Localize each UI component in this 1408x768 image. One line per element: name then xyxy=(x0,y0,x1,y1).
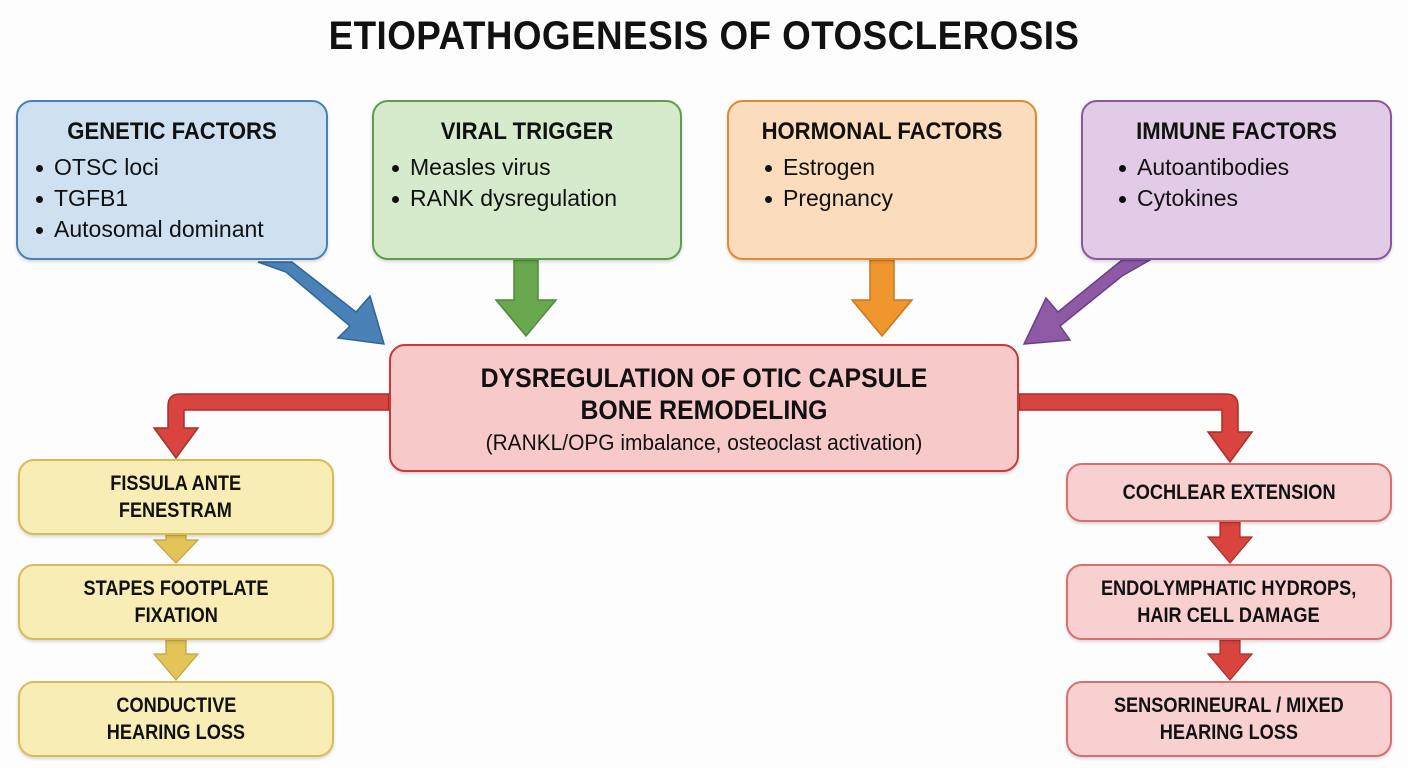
hormonal-factors-heading: HORMONAL FACTORS xyxy=(761,118,1003,145)
genetic-factors-list: OTSC loci TGFB1 Autosomal dominant xyxy=(18,152,326,245)
genetic-factors-box: GENETIC FACTORS OTSC loci TGFB1 Autosoma… xyxy=(16,100,328,260)
stapes-footplate-fixation-box: STAPES FOOTPLATE FIXATION xyxy=(18,564,334,640)
sensorineural-hearing-loss-box: SENSORINEURAL / MIXED HEARING LOSS xyxy=(1066,681,1392,757)
step-label-line2: HAIR CELL DAMAGE xyxy=(1137,604,1321,627)
list-item: Autoantibodies xyxy=(1115,152,1390,183)
list-item: RANK dysregulation xyxy=(388,183,680,214)
arrow-cochlear-to-endo xyxy=(1206,521,1254,564)
endolymphatic-hydrops-box: ENDOLYMPHATIC HYDROPS, HAIR CELL DAMAGE xyxy=(1066,564,1392,640)
list-item: TGFB1 xyxy=(32,183,326,214)
viral-trigger-box: VIRAL TRIGGER Measles virus RANK dysregu… xyxy=(372,100,682,260)
arrow-fissula-to-stapes xyxy=(152,534,200,564)
central-mechanism-box: DYSREGULATION OF OTIC CAPSULE BONE REMOD… xyxy=(389,344,1019,472)
list-item: OTSC loci xyxy=(32,152,326,183)
list-item: Cytokines xyxy=(1115,183,1390,214)
central-mechanism-title-line1: DYSREGULATION OF OTIC CAPSULE xyxy=(480,363,928,393)
central-mechanism-title-line2: BONE REMODELING xyxy=(580,395,828,425)
fissula-ante-fenestram-box: FISSULA ANTE FENESTRAM xyxy=(18,459,334,535)
arrow-immune-to-center xyxy=(1022,259,1153,345)
arrow-viral-to-center xyxy=(494,259,558,338)
step-label-line2: FENESTRAM xyxy=(119,499,233,522)
diagram-title: ETIOPATHOGENESIS OF OTOSCLEROSIS xyxy=(328,14,1080,58)
arrow-center-to-fissula xyxy=(152,393,390,460)
viral-trigger-heading: VIRAL TRIGGER xyxy=(440,118,614,145)
list-item: Autosomal dominant xyxy=(32,214,326,245)
list-item: Pregnancy xyxy=(761,183,1035,214)
step-label-line1: FISSULA ANTE xyxy=(110,472,242,495)
step-label-line1: ENDOLYMPHATIC HYDROPS, xyxy=(1101,577,1357,600)
step-label-line1: COCHLEAR EXTENSION xyxy=(1122,481,1336,504)
immune-factors-box: IMMUNE FACTORS Autoantibodies Cytokines xyxy=(1081,100,1392,260)
cochlear-extension-box: COCHLEAR EXTENSION xyxy=(1066,463,1392,522)
hormonal-factors-box: HORMONAL FACTORS Estrogen Pregnancy xyxy=(727,100,1037,260)
hormonal-factors-list: Estrogen Pregnancy xyxy=(729,152,1035,214)
step-label-line1: STAPES FOOTPLATE xyxy=(83,577,269,600)
arrow-genetic-to-center xyxy=(257,261,386,345)
step-label-line2: HEARING LOSS xyxy=(106,721,246,744)
step-label-line1: SENSORINEURAL / MIXED xyxy=(1114,694,1344,717)
list-item: Measles virus xyxy=(388,152,680,183)
arrow-hormonal-to-center xyxy=(850,259,914,338)
immune-factors-list: Autoantibodies Cytokines xyxy=(1083,152,1390,214)
step-label-line1: CONDUCTIVE xyxy=(115,694,237,717)
viral-trigger-list: Measles virus RANK dysregulation xyxy=(374,152,680,214)
arrow-endo-to-sensori xyxy=(1206,639,1254,681)
step-label-line2: FIXATION xyxy=(134,604,218,627)
immune-factors-heading: IMMUNE FACTORS xyxy=(1136,118,1337,145)
conductive-hearing-loss-box: CONDUCTIVE HEARING LOSS xyxy=(18,681,334,757)
list-item: Estrogen xyxy=(761,152,1035,183)
genetic-factors-heading: GENETIC FACTORS xyxy=(67,118,277,145)
step-label-line2: HEARING LOSS xyxy=(1159,721,1299,744)
arrow-center-to-cochlear xyxy=(1018,393,1254,464)
arrow-stapes-to-conductive xyxy=(152,639,200,681)
central-mechanism-subtitle: (RANKL/OPG imbalance, osteoclast activat… xyxy=(485,430,923,455)
